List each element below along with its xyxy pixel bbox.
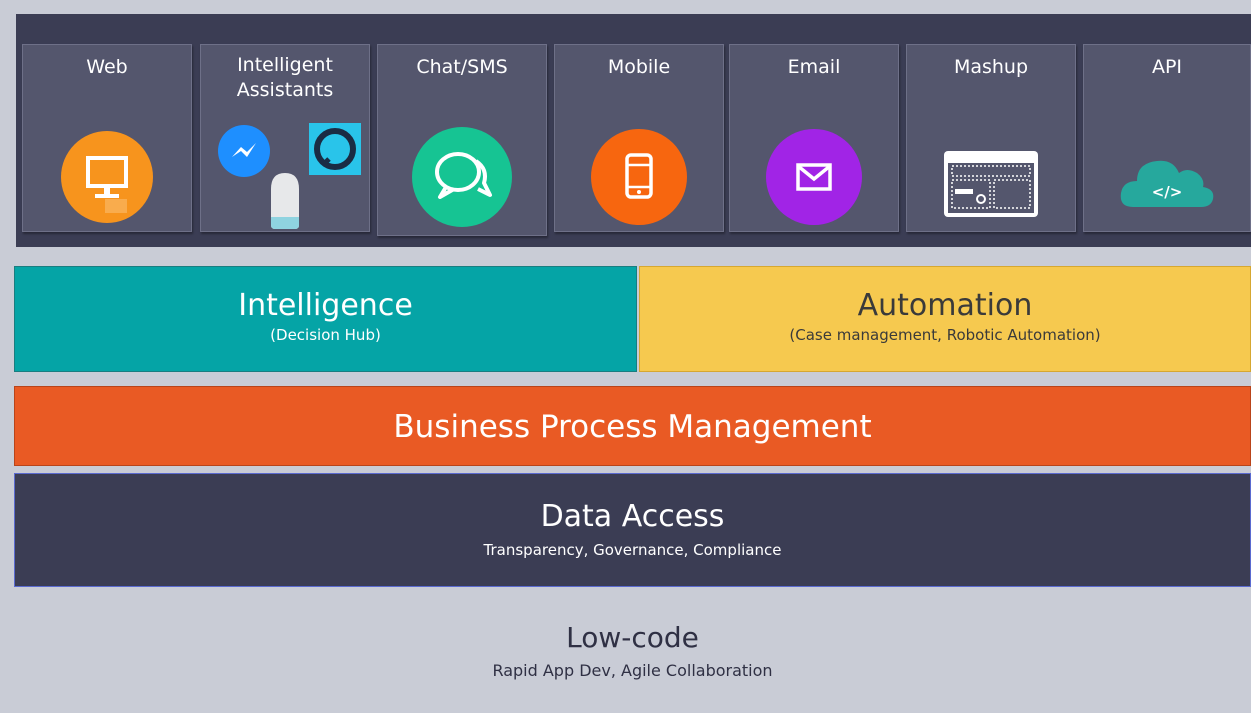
- channel-label: Intelligent Assistants: [201, 53, 369, 103]
- channel-intelligent-assistants: Intelligent Assistants: [200, 44, 370, 232]
- chat-bubbles-icon: [410, 125, 514, 229]
- automation-subtitle: (Case management, Robotic Automation): [789, 326, 1101, 344]
- channel-mashup: Mashup: [906, 44, 1076, 232]
- channel-label: Chat/SMS: [416, 56, 508, 78]
- intelligence-layer: Intelligence (Decision Hub): [14, 266, 637, 372]
- cloud-code-icon: </>: [1115, 125, 1219, 229]
- intelligence-title: Intelligence: [238, 288, 413, 323]
- data-access-subtitle: Transparency, Governance, Compliance: [483, 541, 782, 559]
- bpm-layer: Business Process Management: [14, 386, 1251, 466]
- channel-api: API </>: [1083, 44, 1251, 232]
- channel-label: Web: [86, 56, 128, 78]
- channel-label-text: Intelligent Assistants: [236, 54, 334, 101]
- channel-chat-sms: Chat/SMS: [377, 44, 547, 236]
- api-code-text: </>: [1152, 183, 1183, 201]
- low-code-layer: Low-code Rapid App Dev, Agile Collaborat…: [14, 610, 1251, 700]
- bpm-title: Business Process Management: [393, 409, 872, 445]
- envelope-icon: [762, 125, 866, 229]
- browser-window-icon: [939, 125, 1043, 229]
- channel-web: Web: [22, 44, 192, 232]
- data-access-title: Data Access: [540, 499, 725, 534]
- channel-mobile: Mobile: [554, 44, 724, 232]
- automation-title: Automation: [857, 288, 1033, 323]
- channel-label: API: [1151, 56, 1183, 78]
- low-code-title: Low-code: [566, 621, 699, 654]
- channels-band: Web Intelligent Assistants: [16, 14, 1251, 247]
- low-code-subtitle: Rapid App Dev, Agile Collaboration: [492, 661, 773, 680]
- assistants-icon: [201, 121, 371, 231]
- channel-label: Mobile: [607, 56, 671, 78]
- channel-label: Email: [787, 56, 841, 78]
- data-access-layer: Data Access Transparency, Governance, Co…: [14, 473, 1251, 587]
- monitor-icon: [55, 125, 159, 229]
- channel-email: Email: [729, 44, 899, 232]
- intelligence-subtitle: (Decision Hub): [270, 326, 381, 344]
- channel-label: Mashup: [953, 56, 1029, 78]
- automation-layer: Automation (Case management, Robotic Aut…: [639, 266, 1251, 372]
- phone-icon: [587, 125, 691, 229]
